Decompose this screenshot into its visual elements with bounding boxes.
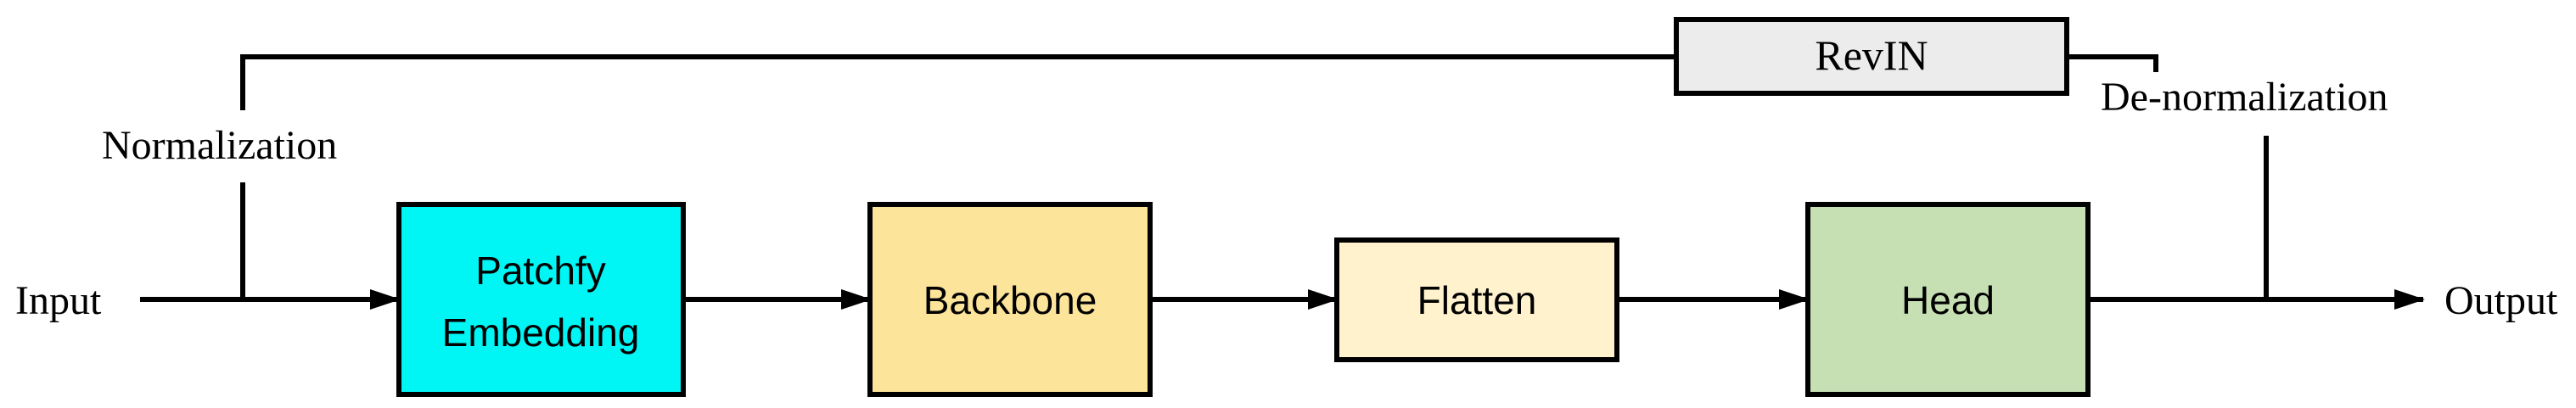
head-box [1805,202,2091,397]
patchfy-embedding-box [396,202,686,397]
revin-block: RevIN [1674,17,2069,96]
denormalization-label: De-normalization [2101,75,2388,120]
patchfy-embedding-block: Patchfy Embedding [396,202,686,397]
backbone-box [867,202,1153,397]
head-label: Head [1901,278,1995,322]
revin-label: RevIN [1815,31,1928,79]
flatten-block: Flatten [1334,238,1619,362]
input-label: Input [15,278,102,323]
patchfy-label-line1: Patchfy [475,249,605,293]
backbone-label: Backbone [923,278,1097,322]
flatten-label: Flatten [1417,278,1537,322]
backbone-block: Backbone [867,202,1153,397]
normalization-branch-upper [240,54,1676,110]
normalization-label: Normalization [102,123,337,168]
flatten-box [1334,238,1619,362]
head-block: Head [1805,202,2091,397]
patchfy-label-line2: Embedding [442,310,640,355]
output-label: Output [2444,278,2558,323]
revin-box [1674,17,2069,96]
denormalization-branch-upper [2067,54,2158,72]
